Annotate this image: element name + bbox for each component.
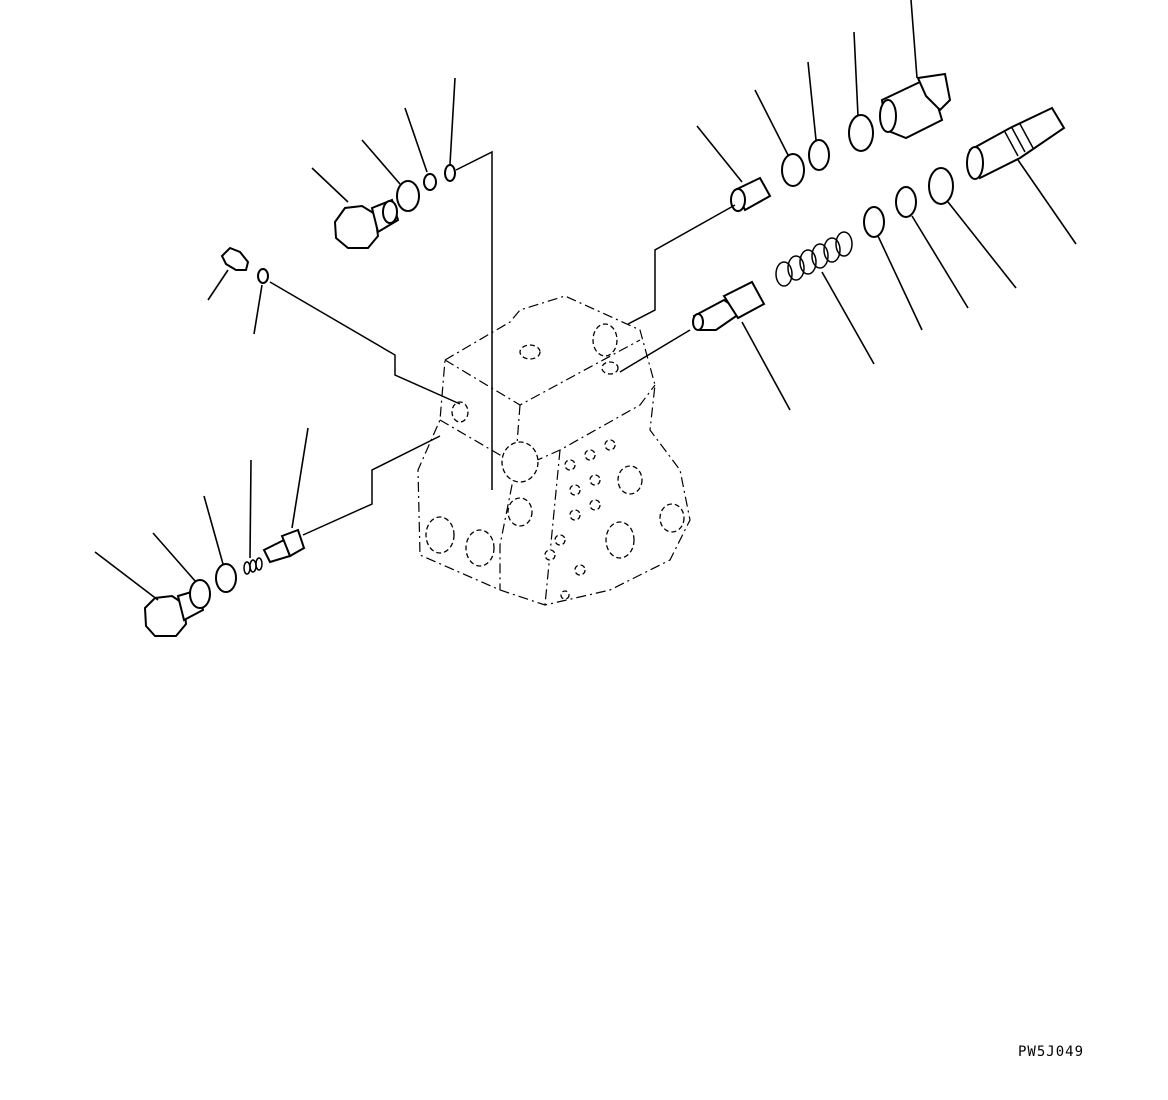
backup-ring-right xyxy=(895,186,917,218)
lower-left-plug-assembly xyxy=(94,427,309,637)
poppet-lower-left xyxy=(262,528,306,564)
small-bolt-assembly xyxy=(207,246,269,335)
leader-o-ring-upper-left-1 xyxy=(361,139,401,185)
leader-small-bolt xyxy=(207,269,229,301)
leader-plug-upper-right xyxy=(910,0,918,79)
plug-upper-right xyxy=(879,72,952,140)
o-ring-upper-right-1 xyxy=(781,153,805,187)
small-bolt xyxy=(220,246,250,271)
leader-spring-large xyxy=(821,271,875,365)
leader-plug-lower-left xyxy=(94,551,159,601)
drawing-code: PW5J049 xyxy=(1018,1044,1085,1060)
plug-upper-left xyxy=(333,198,400,249)
upper-left-plug-assembly xyxy=(311,77,456,249)
leader-plug-upper-left xyxy=(311,167,349,203)
o-ring-upper-left-3 xyxy=(444,164,456,182)
leader-o-ring-small xyxy=(253,284,263,335)
leader-o-ring-right-4 xyxy=(877,235,923,331)
leader-o-ring-lower-left-1 xyxy=(152,532,197,583)
leader-backup-ring-upper-right xyxy=(807,61,817,141)
cap-small xyxy=(730,176,772,212)
leader-o-ring-upper-right-1 xyxy=(754,89,789,156)
leader-plug-right-long xyxy=(1017,159,1077,245)
leader-backup-ring-right xyxy=(911,215,969,309)
o-ring-small xyxy=(257,268,269,284)
o-ring-upper-right-2 xyxy=(848,114,874,152)
backup-ring-upper-right xyxy=(808,139,830,171)
leader-poppet-lower-left xyxy=(291,427,309,529)
o-ring-right-3 xyxy=(928,167,954,205)
leader-o-ring-upper-left-3 xyxy=(449,77,456,165)
spring-small xyxy=(243,557,263,575)
leader-spring-small xyxy=(249,459,252,559)
o-ring-lower-left-2 xyxy=(215,563,237,593)
leader-o-ring-upper-left-2 xyxy=(404,107,428,173)
leader-cap-small xyxy=(696,125,743,183)
o-ring-right-4 xyxy=(863,206,885,238)
o-ring-lower-left-1 xyxy=(189,579,211,609)
o-ring-upper-left-2 xyxy=(423,173,437,191)
assembly-guide-lines xyxy=(269,150,736,536)
leader-o-ring-right-3 xyxy=(947,201,1017,289)
valve-body xyxy=(417,295,691,606)
o-ring-upper-left-1 xyxy=(396,180,420,212)
upper-right-assembly xyxy=(692,0,1077,411)
leader-spool-right xyxy=(741,321,791,411)
leader-o-ring-lower-left-2 xyxy=(203,495,224,565)
leader-o-ring-upper-right-2 xyxy=(853,31,859,117)
plug-right-long xyxy=(966,106,1066,180)
spring-large xyxy=(775,231,853,287)
spool-right xyxy=(692,280,766,331)
